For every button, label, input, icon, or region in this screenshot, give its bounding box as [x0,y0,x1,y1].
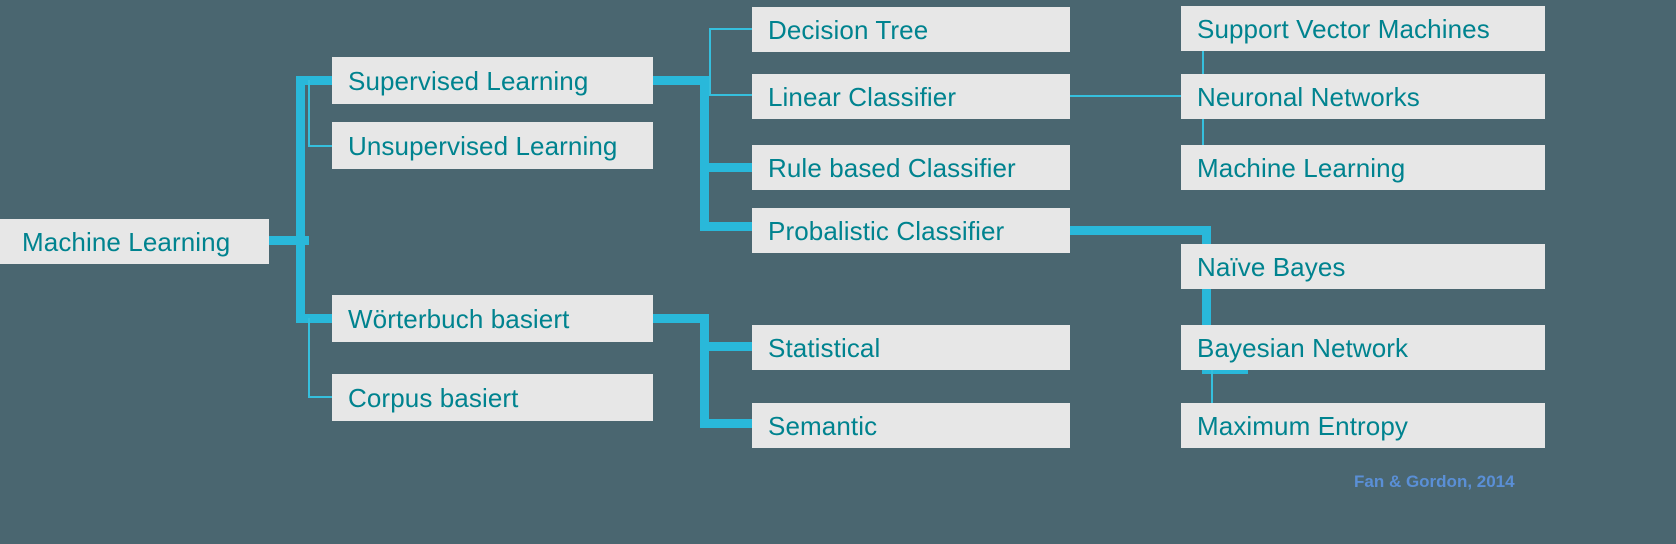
node-statistical[interactable]: Statistical [752,325,1070,370]
node-woerterbuch-basiert[interactable]: Wörterbuch basiert [332,295,653,342]
node-probalistic-classifier[interactable]: Probalistic Classifier [752,208,1070,253]
node-supervised-learning[interactable]: Supervised Learning [332,57,653,104]
node-label: Corpus basiert [348,382,519,413]
edge-supervised-stub [653,76,705,85]
edge-probalistic-trunk [1202,226,1211,374]
node-label: Rule based Classifier [768,152,1016,183]
node-decision-tree[interactable]: Decision Tree [752,7,1070,52]
edge-root-woerterbuch [296,314,336,323]
node-label: Naïve Bayes [1197,251,1346,282]
node-label: Bayesian Network [1197,332,1409,363]
edge-supervised-linear [709,94,755,96]
edge-root-corpus [308,396,336,398]
edge-root-trunk [296,76,305,323]
edge-supervised-decision-tree [709,28,755,30]
edge-woerterbuch-trunk [700,314,709,428]
node-label: Maximum Entropy [1197,410,1408,441]
node-corpus-basiert[interactable]: Corpus basiert [332,374,653,421]
node-label: Decision Tree [768,14,929,45]
node-bayesian-network[interactable]: Bayesian Network [1181,325,1545,370]
edge-probalistic-stub [1070,226,1211,235]
node-naive-bayes[interactable]: Naïve Bayes [1181,244,1545,289]
edge-supervised-trunk [700,76,709,231]
node-label: Neuronal Networks [1197,81,1420,112]
node-unsupervised-learning[interactable]: Unsupervised Learning [332,122,653,169]
node-label: Machine Learning [22,226,231,257]
node-label: Linear Classifier [768,81,957,112]
node-rule-based-classifier[interactable]: Rule based Classifier [752,145,1070,190]
edge-probalistic-thin-trunk [1211,370,1213,425]
node-neuronal-networks[interactable]: Neuronal Networks [1181,74,1545,119]
edge-woerterbuch-semantic [700,419,756,428]
node-linear-classifier[interactable]: Linear Classifier [752,74,1070,119]
node-label: Machine Learning [1197,152,1406,183]
edge-supervised-thin-trunk [709,28,711,94]
node-label: Wörterbuch basiert [348,303,570,334]
edge-supervised-rule [700,163,756,172]
node-semantic[interactable]: Semantic [752,403,1070,448]
node-label: Supervised Learning [348,65,589,96]
node-label: Support Vector Machines [1197,13,1490,44]
node-label: Probalistic Classifier [768,215,1005,246]
node-label: Semantic [768,410,878,441]
node-label: Unsupervised Learning [348,130,618,161]
node-label: Statistical [768,332,881,363]
edge-woerterbuch-statistical [700,342,756,351]
edge-root-unsupervised [308,145,336,147]
edge-root-thin-lower-trunk [308,318,310,397]
edge-root-stub [269,236,309,245]
node-maximum-entropy[interactable]: Maximum Entropy [1181,403,1545,448]
edge-root-supervised [296,76,336,85]
node-machine-learning-root[interactable]: Machine Learning [0,219,269,264]
node-support-vector-machines[interactable]: Support Vector Machines [1181,6,1545,51]
edge-supervised-probalistic [700,222,756,231]
edge-linear-stub [1070,95,1203,97]
edge-woerterbuch-stub [653,314,705,323]
edge-root-thin-upper-trunk [308,80,310,146]
node-machine-learning-leaf[interactable]: Machine Learning [1181,145,1545,190]
attribution-citation: Fan & Gordon, 2014 [1354,472,1515,491]
